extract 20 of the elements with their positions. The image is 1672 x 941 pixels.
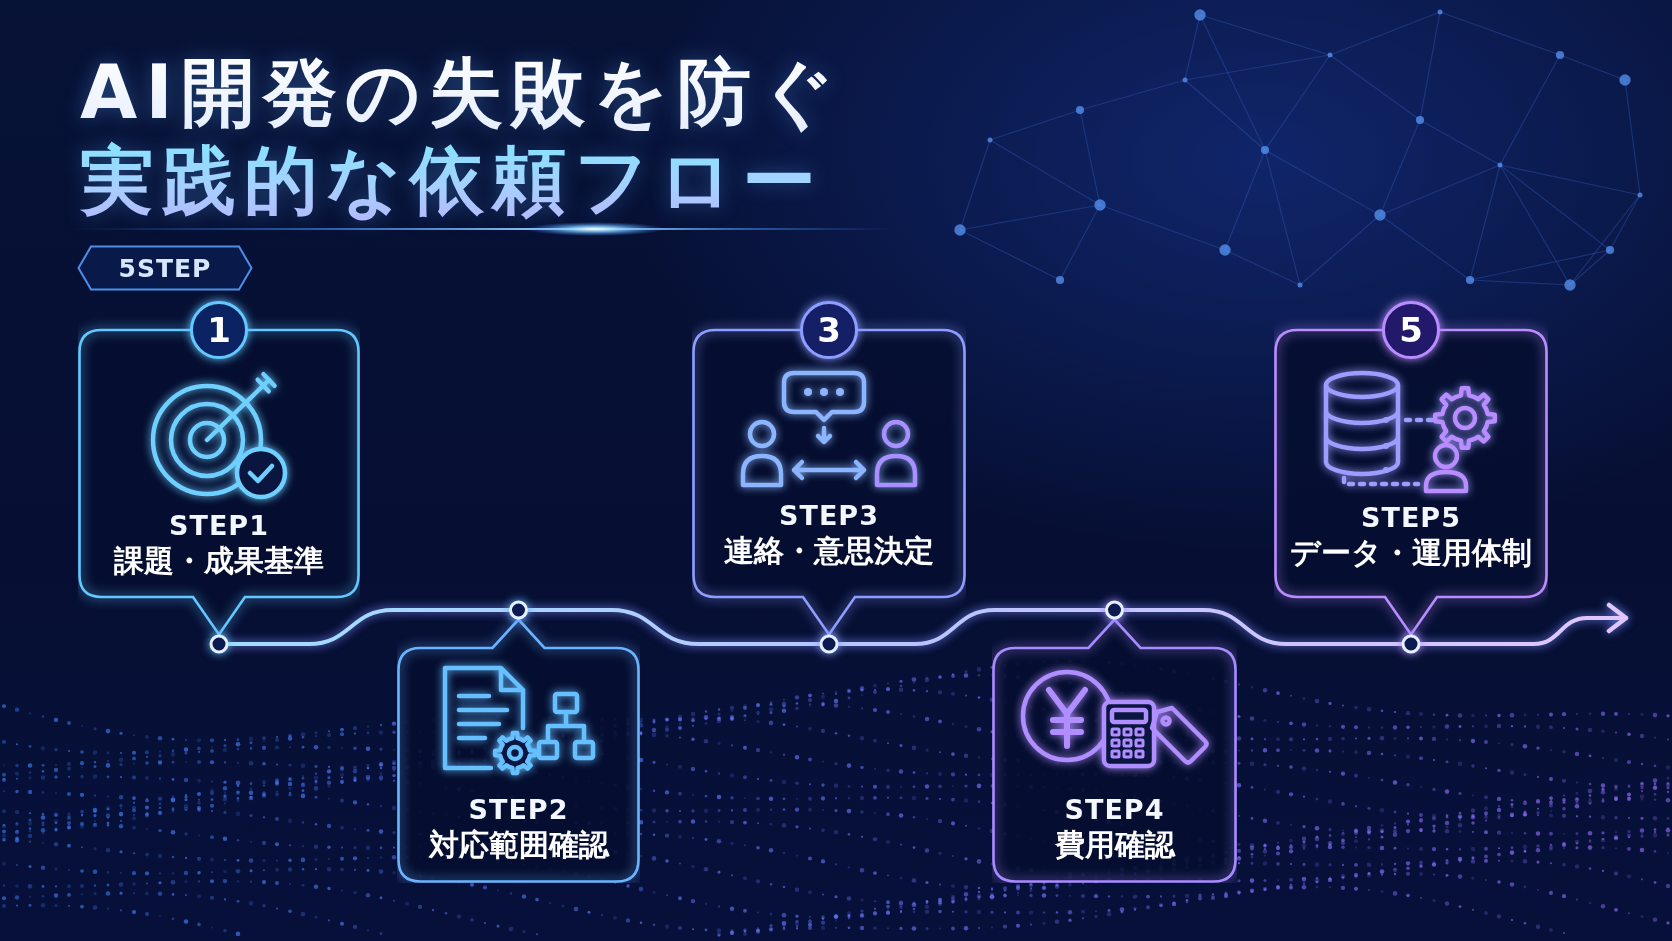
- step-label: STEP5: [1361, 502, 1461, 534]
- step-card: [397, 618, 640, 883]
- step-number-badge: 3: [800, 301, 858, 359]
- step-label: STEP2: [468, 794, 569, 826]
- step-card: [692, 301, 966, 636]
- step-card: [992, 618, 1237, 883]
- step-title: 課題・成果基準: [114, 542, 324, 580]
- timeline-arrow: [1409, 602, 1629, 646]
- step-title: 費用確認: [1054, 826, 1175, 864]
- step-card: [1274, 301, 1548, 636]
- step-label: STEP4: [1064, 794, 1165, 826]
- step-title: 対応範囲確認: [428, 826, 609, 864]
- step-count-tag: 5STEP: [77, 245, 253, 291]
- step-number-badge: 5: [1382, 301, 1440, 359]
- step-label: STEP3: [779, 500, 879, 532]
- step-label: STEP1: [169, 510, 269, 542]
- step-card: [78, 301, 360, 636]
- step-number-badge: 1: [190, 301, 248, 359]
- step-title: 連絡・意思決定: [724, 532, 934, 570]
- step-title: データ・運用体制: [1290, 534, 1532, 572]
